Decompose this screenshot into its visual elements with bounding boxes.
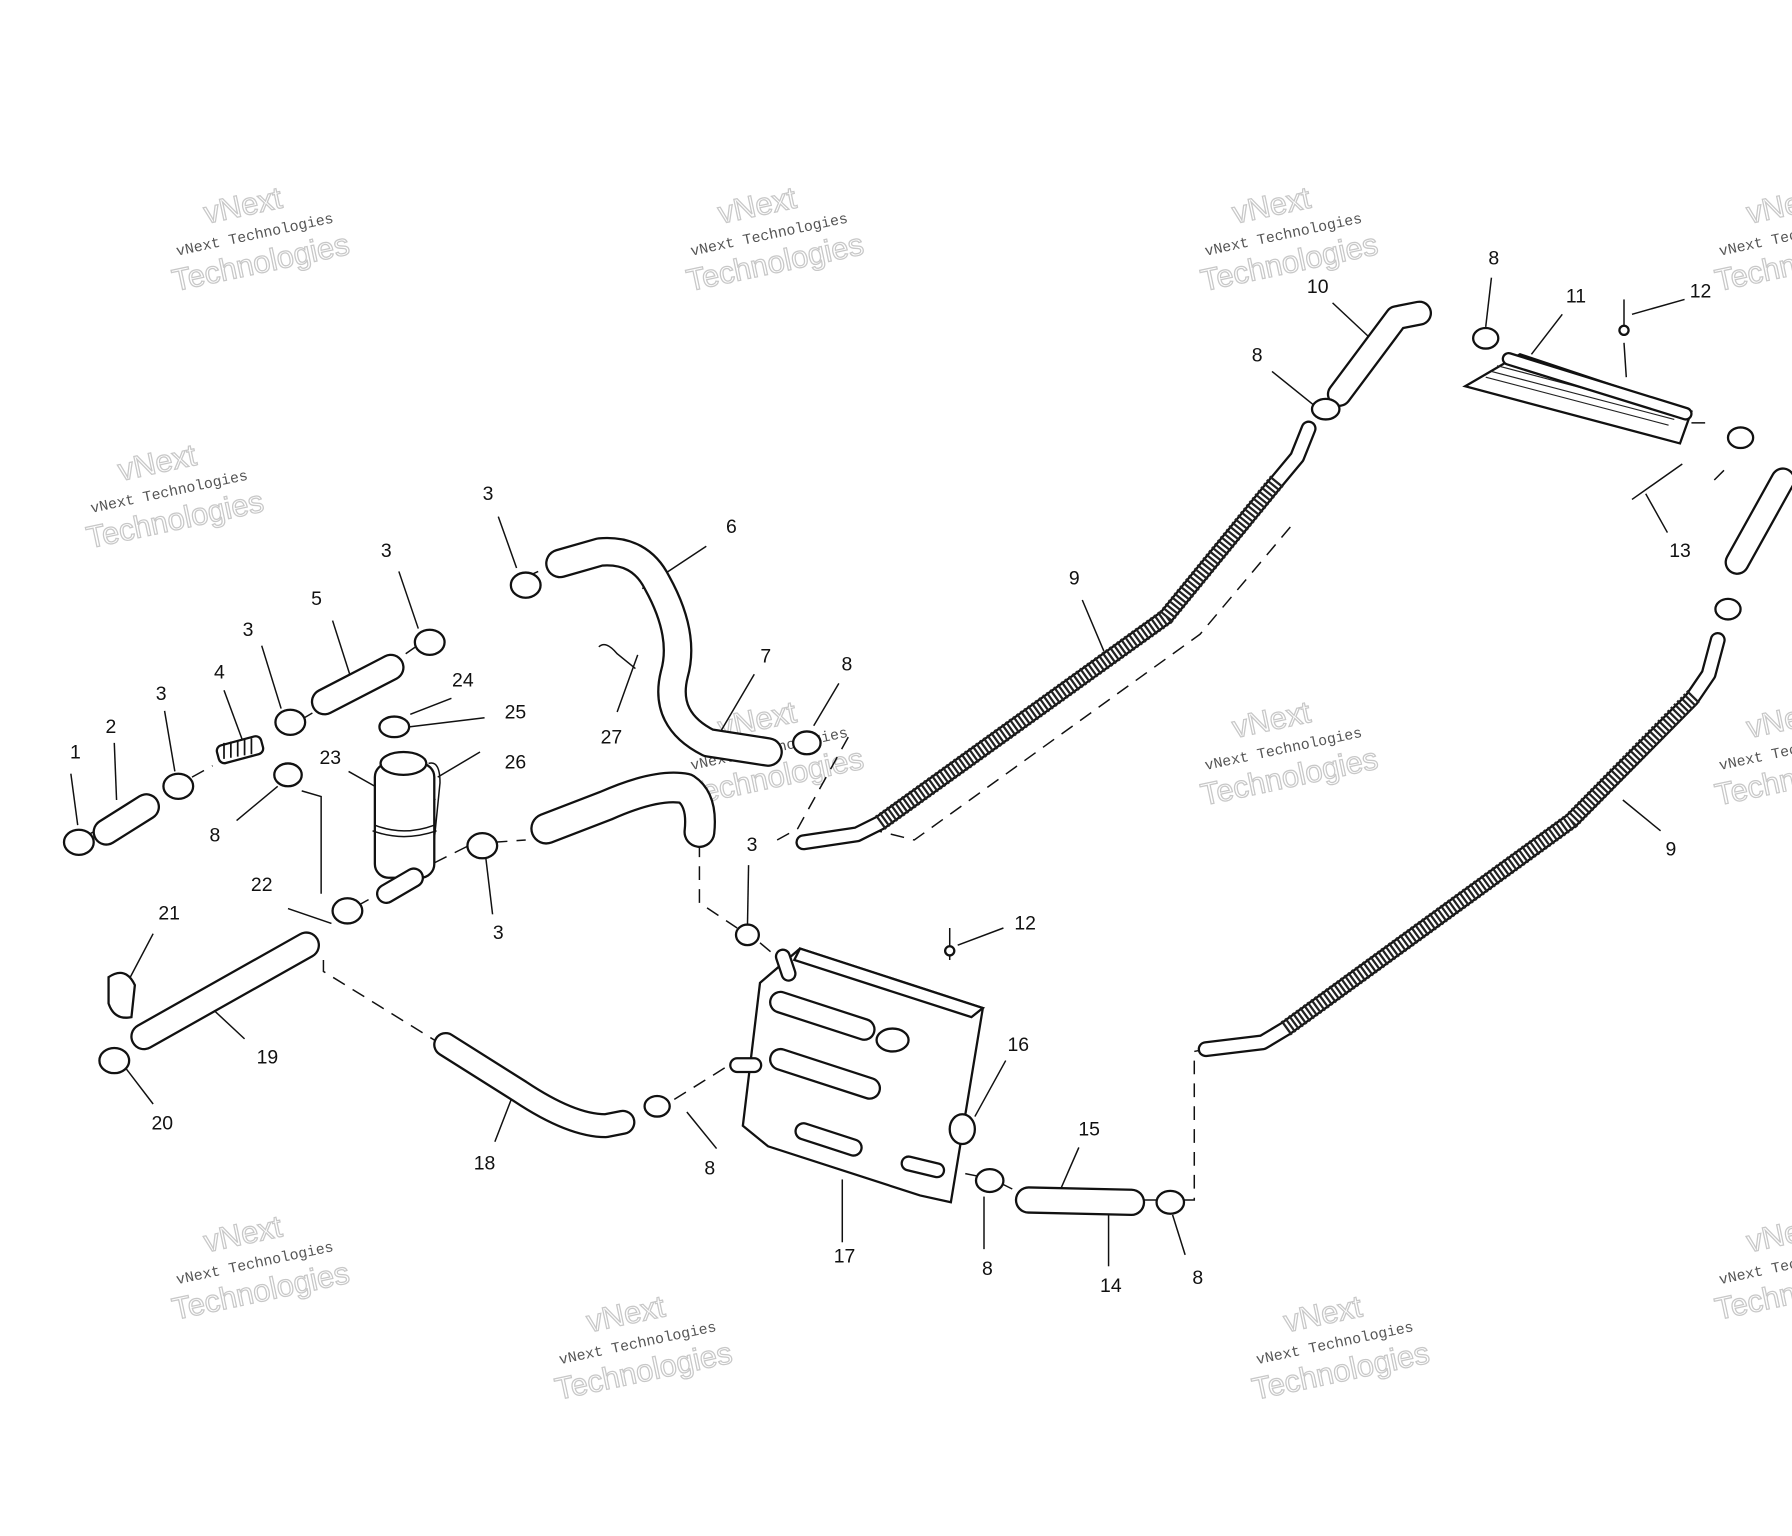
hose-10: [1326, 300, 1432, 407]
bolt-12-upper: [1618, 299, 1630, 336]
callout-8: 8: [982, 1258, 993, 1280]
callout-12: 12: [1014, 913, 1036, 935]
callout-24: 24: [452, 669, 474, 691]
callout-5: 5: [311, 588, 322, 610]
callout-8: 8: [1192, 1267, 1203, 1289]
callout-21: 21: [158, 902, 180, 924]
callout-3: 3: [156, 683, 167, 705]
callout-3: 3: [243, 619, 254, 641]
callout-18: 18: [474, 1153, 496, 1175]
callout-3: 3: [483, 483, 494, 505]
callout-8: 8: [704, 1157, 715, 1179]
tee-fitting-4: [215, 735, 265, 765]
tube-9-lower: [1197, 632, 1726, 1058]
callout-26: 26: [505, 752, 527, 774]
hose-19: [130, 931, 320, 1051]
callout-10: 10: [1307, 276, 1329, 298]
callout-3: 3: [747, 834, 758, 856]
hose-5: [310, 653, 405, 716]
callout-4: 4: [214, 661, 225, 683]
tube-9-upper: [795, 420, 1317, 851]
callout-3: 3: [381, 540, 392, 562]
heat-exchanger-11: [1462, 352, 1693, 445]
bolt-12-lower: [944, 928, 956, 960]
callout-22: 22: [251, 874, 273, 896]
hose-18: [433, 1031, 636, 1139]
callout-14: 14: [1100, 1275, 1122, 1297]
callout-7: 7: [760, 645, 771, 667]
callout-8: 8: [209, 825, 220, 847]
hoses: [92, 300, 1792, 1216]
callout-1: 1: [70, 741, 81, 763]
watermark-text: vNext: [1743, 1208, 1792, 1259]
callout-8: 8: [1252, 345, 1263, 367]
heat-exchanger-17: [729, 947, 986, 1204]
cap-24: [378, 715, 411, 739]
reservoir-23: [372, 750, 441, 904]
callout-13: 13: [1669, 540, 1691, 562]
hose-7: [530, 771, 716, 848]
callout-11: 11: [1566, 285, 1586, 307]
callout-23: 23: [319, 747, 341, 769]
hose-6: [545, 536, 783, 767]
hose-clamps: [62, 326, 1755, 1215]
pin-27: [598, 643, 636, 670]
hose-right-edge: [1724, 467, 1792, 575]
callout-8: 8: [841, 653, 852, 675]
callout-6: 6: [726, 516, 737, 538]
callout-16: 16: [1007, 1034, 1029, 1056]
grommet-16: [948, 1113, 976, 1146]
callout-2: 2: [105, 716, 116, 738]
callout-3: 3: [493, 922, 504, 944]
watermark-text: vNext: [1743, 180, 1792, 231]
hose-2: [92, 793, 160, 846]
callout-9: 9: [1069, 568, 1080, 590]
callout-12: 12: [1690, 281, 1712, 303]
callout-27: 27: [601, 726, 623, 748]
rod-13: [1631, 463, 1683, 501]
hose-14: [1014, 1186, 1146, 1216]
callout-17: 17: [834, 1245, 856, 1267]
callout-labels: 1 2 3 4 3 5 3 3 6 24 25 23 26 8 22 3 21 …: [70, 248, 1711, 1297]
callout-9: 9: [1665, 838, 1676, 860]
components: [62, 299, 1755, 1215]
callout-15: 15: [1078, 1118, 1100, 1140]
callout-20: 20: [151, 1113, 173, 1135]
callout-8: 8: [1488, 248, 1499, 270]
leader-lines: [70, 277, 1685, 1267]
watermark-text: vNext: [1743, 694, 1792, 745]
callout-25: 25: [505, 701, 527, 723]
strap-21: [107, 971, 137, 1019]
callout-19: 19: [257, 1046, 279, 1068]
